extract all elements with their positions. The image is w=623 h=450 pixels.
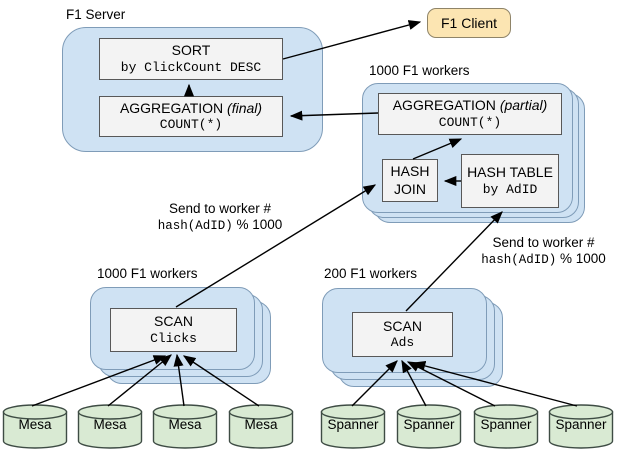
database-cylinder-icon: [320, 404, 386, 449]
scan-ads-code: Ads: [390, 335, 415, 351]
mesa-datastore-3: Mesa: [152, 404, 218, 450]
mesa-datastore-2: Mesa: [77, 404, 143, 450]
f1-server-label: F1 Server: [66, 7, 126, 22]
workers-left-label: 1000 F1 workers: [97, 266, 198, 281]
mesa-label: Mesa: [168, 417, 202, 432]
database-cylinder-icon: [228, 404, 294, 449]
send-right-code: hash(AdID): [481, 253, 557, 268]
spanner-datastore-3: Spanner: [473, 404, 539, 450]
f1-client-label: F1 Client: [440, 15, 498, 31]
sort-code: by ClickCount DESC: [120, 59, 262, 75]
mesa-label: Mesa: [18, 417, 52, 432]
send-to-worker-left-annotation: Send to worker # hash(AdID) % 1000: [150, 201, 290, 234]
hash-join-line1: HASH: [390, 163, 430, 179]
hash-join-node: HASH JOIN: [382, 159, 438, 202]
spanner-label: Spanner: [480, 417, 532, 432]
spanner-datastore-2: Spanner: [396, 404, 462, 450]
aggregation-partial-code: COUNT(*): [438, 114, 502, 130]
scan-ads-title: SCAN: [383, 317, 422, 334]
scan-clicks-node: SCAN Clicks: [110, 308, 237, 352]
aggregation-final-code: COUNT(*): [159, 117, 223, 133]
aggregation-partial-qualifier: (partial): [499, 97, 548, 114]
hash-join-line2: JOIN: [394, 180, 426, 197]
workers-right-label: 200 F1 workers: [324, 266, 418, 281]
database-cylinder-icon: [473, 404, 539, 449]
aggregation-partial-node: AGGREGATION (partial) COUNT(*): [378, 93, 562, 135]
send-to-worker-right-annotation: Send to worker # hash(AdID) % 1000: [466, 235, 621, 268]
send-right-line1: Send to worker #: [492, 235, 595, 250]
database-cylinder-icon: [152, 404, 218, 449]
hash-table-title: HASH TABLE: [467, 164, 553, 181]
send-left-line1: Send to worker #: [168, 201, 272, 216]
hash-table-node: HASH TABLE by AdID: [461, 154, 559, 208]
send-left-suffix: % 1000: [236, 217, 283, 233]
aggregation-final-title: AGGREGATION: [119, 99, 224, 116]
mesa-datastore-4: Mesa: [228, 404, 294, 450]
aggregation-final-node: AGGREGATION (final) COUNT(*): [99, 96, 283, 137]
mesa-label: Mesa: [93, 417, 127, 432]
mesa-datastore-1: Mesa: [2, 404, 68, 450]
workers-top-label: 1000 F1 workers: [369, 63, 470, 78]
send-right-suffix: % 1000: [559, 251, 606, 267]
spanner-label: Spanner: [327, 417, 379, 432]
spanner-label: Spanner: [555, 417, 607, 432]
spanner-label: Spanner: [403, 417, 455, 432]
scan-ads-node: SCAN Ads: [352, 312, 453, 357]
database-cylinder-icon: [77, 404, 143, 449]
database-cylinder-icon: [548, 404, 614, 449]
database-cylinder-icon: [2, 404, 68, 449]
sort-title: SORT: [171, 42, 211, 59]
sort-node: SORT by ClickCount DESC: [99, 38, 283, 80]
scan-clicks-code: Clicks: [150, 330, 197, 346]
scan-clicks-title: SCAN: [154, 313, 193, 330]
f1-client-node: F1 Client: [427, 8, 511, 38]
aggregation-final-qualifier: (final): [227, 99, 263, 116]
hash-table-code: by AdID: [482, 181, 538, 197]
spanner-datastore-4: Spanner: [548, 404, 614, 450]
spanner-datastore-1: Spanner: [320, 404, 386, 450]
send-left-code: hash(AdID): [157, 219, 233, 234]
mesa-label: Mesa: [244, 417, 278, 432]
aggregation-partial-title: AGGREGATION: [392, 97, 496, 114]
